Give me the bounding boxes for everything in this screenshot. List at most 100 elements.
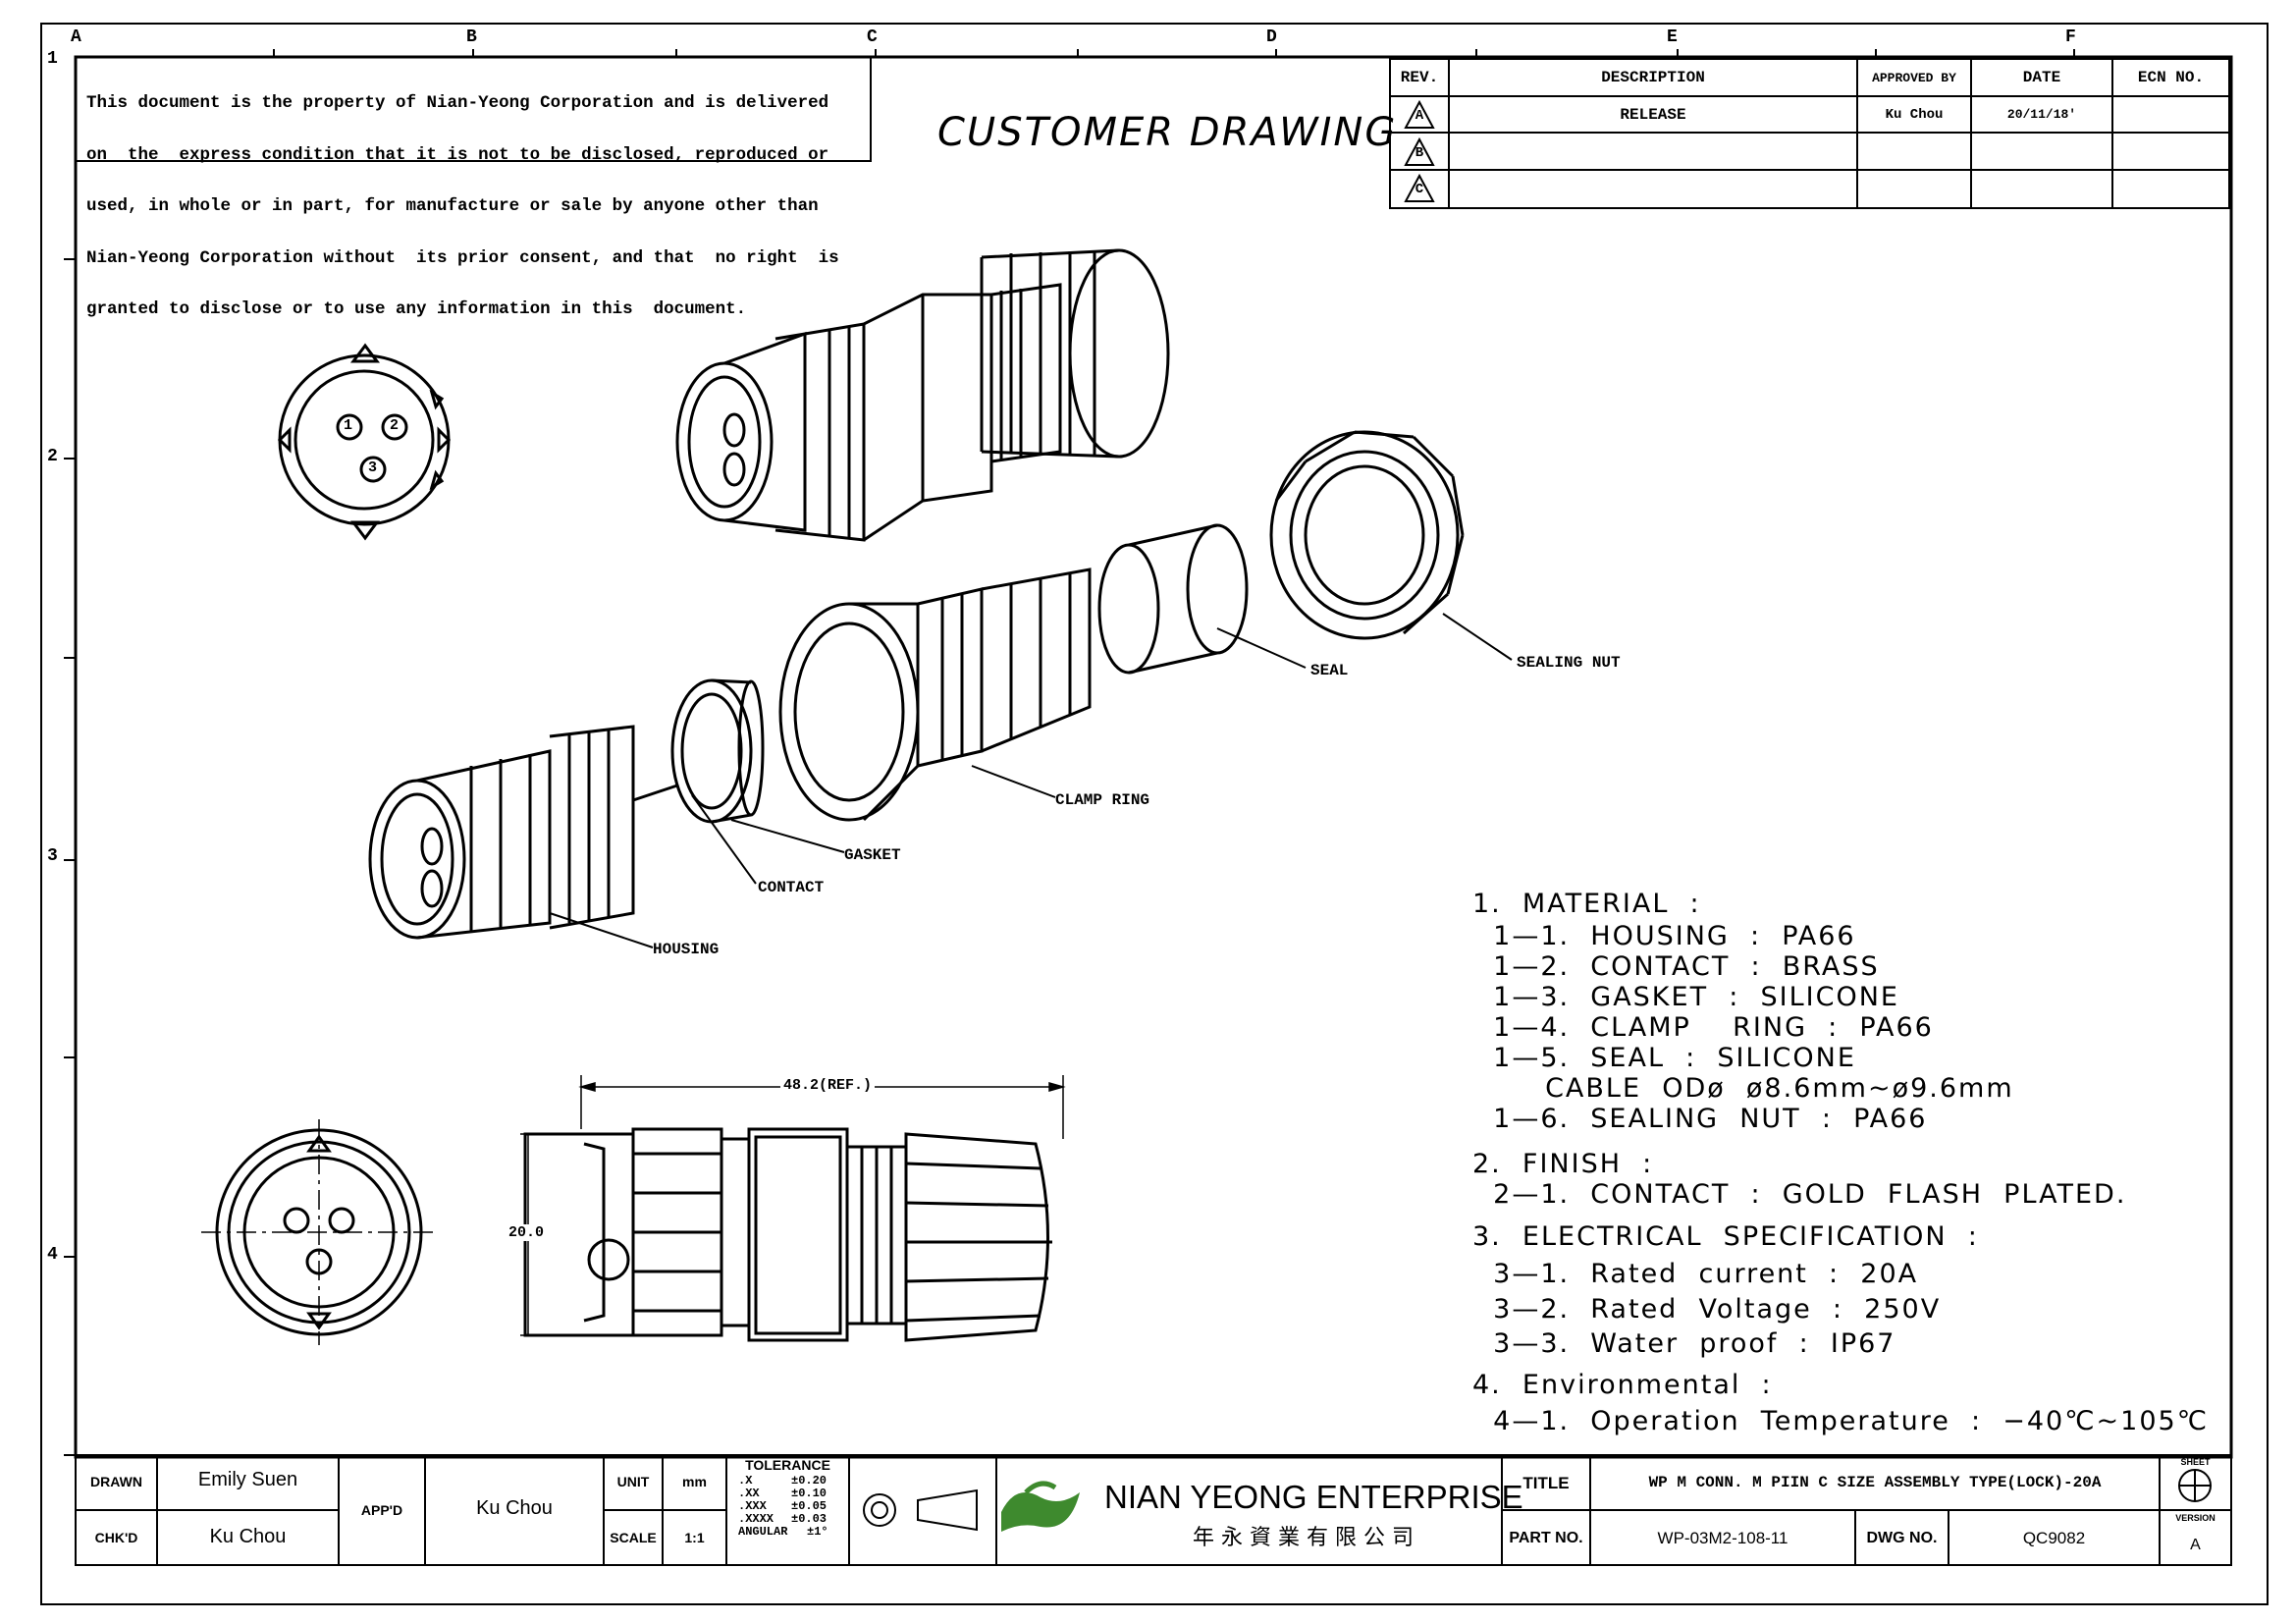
pin-number-1: 1 [344, 417, 353, 434]
rev-a-mark: A [1415, 108, 1424, 124]
approved-label: APP'D [360, 1502, 403, 1518]
leader-lines [549, 613, 1513, 948]
callout-sealing-nut: SEALING NUT [1517, 654, 1621, 672]
zone-col-f: F [2065, 27, 2076, 47]
notice-line: Nian-Yeong Corporation without its prior… [86, 247, 839, 268]
notice-line: This document is the property of Nian-Ye… [86, 93, 829, 113]
notice-line: used, in whole or in part, for manufactu… [86, 196, 819, 216]
proprietary-notice: This document is the property of Nian-Ye… [86, 61, 872, 336]
zone-row-3: 3 [47, 846, 58, 866]
version-label: VERSION [2175, 1513, 2216, 1523]
drawn-by: Emily Suen [197, 1469, 298, 1490]
drawn-label: DRAWN [90, 1474, 142, 1489]
callout-contact: CONTACT [758, 879, 825, 896]
exploded-housing [368, 725, 678, 940]
spec-line: 1. MATERIAL : [1472, 889, 1701, 919]
dimension-length: 48.2(REF.) [780, 1077, 876, 1094]
unit-value: mm [682, 1474, 707, 1489]
spec-line: 3—3. Water proof : IP67 [1472, 1328, 1896, 1359]
approved-by-header: APPROVED BY [1872, 71, 1956, 85]
spec-line: 3—2. Rated Voltage : 250V [1472, 1294, 1942, 1325]
pin-number-3: 3 [368, 460, 378, 476]
spec-line: 1—5. SEAL : SILICONE [1472, 1043, 1856, 1073]
spec-line: 1—2. CONTACT : BRASS [1472, 951, 1880, 982]
tolerance-row: .X±0.20 [738, 1474, 828, 1488]
notice-line: on the express condition that it is not … [86, 144, 829, 165]
date-header: DATE [2022, 69, 2061, 86]
ecn-header: ECN NO. [2137, 69, 2205, 86]
spec-line: 2—1. CONTACT : GOLD FLASH PLATED. [1472, 1179, 2127, 1210]
rev-a-description: RELEASE [1620, 106, 1686, 124]
tolerance-row: ANGULAR±1° [738, 1525, 828, 1539]
spec-line: 4. Environmental : [1472, 1370, 1773, 1400]
tolerance-row: .XX±0.10 [738, 1487, 828, 1500]
spec-line: 3. ELECTRICAL SPECIFICATION : [1472, 1221, 1979, 1252]
drawing-title: CUSTOMER DRAWING [937, 110, 1398, 155]
zone-row-1: 1 [47, 49, 58, 69]
exploded-seal [1097, 523, 1249, 675]
spec-line: 2. FINISH : [1472, 1149, 1654, 1179]
dimension-diameter: 20.0 [508, 1224, 545, 1241]
company-name-cn: 年 永 資 業 有 限 公 司 [1193, 1526, 1414, 1550]
callout-clamp-ring: CLAMP RING [1055, 791, 1150, 809]
zone-col-e: E [1667, 27, 1678, 47]
tolerance-row: .XXX±0.05 [738, 1499, 828, 1513]
rev-a-date: 20/11/18' [2006, 107, 2077, 122]
unit-label: UNIT [616, 1474, 650, 1489]
scale-label: SCALE [610, 1530, 657, 1545]
scale-value: 1:1 [684, 1530, 705, 1545]
face-view-top [277, 343, 452, 541]
title-label: TITLE [1522, 1474, 1570, 1492]
callout-gasket: GASKET [844, 846, 901, 864]
zone-col-c: C [867, 27, 878, 47]
checked-by: Ku Chou [209, 1526, 287, 1547]
zone-col-a: A [71, 27, 81, 47]
callout-housing: HOUSING [653, 941, 720, 958]
assembled-connector [675, 248, 1170, 542]
notice-box [75, 56, 872, 162]
revision-table-grid [1389, 58, 2230, 209]
tolerance-table: .X±0.20 .XX±0.10 .XXX±0.05 .XXXX±0.03 AN… [738, 1475, 846, 1539]
zone-row-4: 4 [47, 1245, 58, 1265]
part-no-value: WP-03M2-108-11 [1657, 1529, 1789, 1547]
dwg-no-label: DWG NO. [1866, 1530, 1938, 1546]
title-block-grid [75, 1454, 2232, 1566]
checked-label: CHK'D [94, 1530, 138, 1545]
spec-line: 1—6. SEALING NUT : PA66 [1472, 1104, 1928, 1134]
spec-line: 3—1. Rated current : 20A [1472, 1259, 1919, 1289]
face-view-bottom [201, 1119, 437, 1345]
inner-border [74, 55, 2233, 1459]
callout-seal: SEAL [1310, 662, 1349, 679]
notice-line: granted to disclose or to use any inform… [86, 299, 747, 319]
version-value: A [2190, 1537, 2201, 1553]
outer-border [40, 23, 2269, 1605]
exploded-sealing-nut [1269, 430, 1465, 640]
exploded-gasket [670, 678, 765, 824]
spec-line: 4—1. Operation Temperature : −40℃~105℃ [1472, 1406, 2210, 1436]
zone-col-b: B [466, 27, 477, 47]
dwg-no-value: QC9082 [2022, 1529, 2086, 1547]
spec-line: CABLE ODø ø8.6mm~ø9.6mm [1472, 1073, 2014, 1104]
pin-number-2: 2 [390, 417, 400, 434]
exploded-clamp-ring [778, 568, 1092, 822]
spec-line: 1—3. GASKET : SILICONE [1472, 982, 1899, 1012]
title-value: WP M CONN. M PIIN C SIZE ASSEMBLY TYPE(L… [1648, 1474, 2102, 1491]
approved-by: Ku Chou [476, 1497, 553, 1519]
description-header: DESCRIPTION [1601, 69, 1705, 86]
spec-line: 1—4. CLAMP RING : PA66 [1472, 1012, 1934, 1043]
company-logo [1001, 1481, 1080, 1532]
spec-line: 1—1. HOUSING : PA66 [1472, 921, 1856, 951]
company-name: NIAN YEONG ENTERPRISE [1104, 1479, 1523, 1515]
rev-c-mark: C [1415, 182, 1424, 197]
rev-b-mark: B [1415, 145, 1424, 161]
rev-header: REV. [1400, 69, 1439, 86]
zone-ticks [64, 49, 2075, 1456]
tolerance-row: .XXXX±0.03 [738, 1512, 828, 1526]
sheet-label: SHEET [2180, 1457, 2211, 1467]
tolerance-title: TOLERANCE [745, 1457, 830, 1473]
part-no-label: PART NO. [1509, 1530, 1583, 1546]
rev-a-approved: Ku Chou [1885, 107, 1944, 123]
zone-col-d: D [1266, 27, 1277, 47]
side-view [523, 1127, 1052, 1342]
